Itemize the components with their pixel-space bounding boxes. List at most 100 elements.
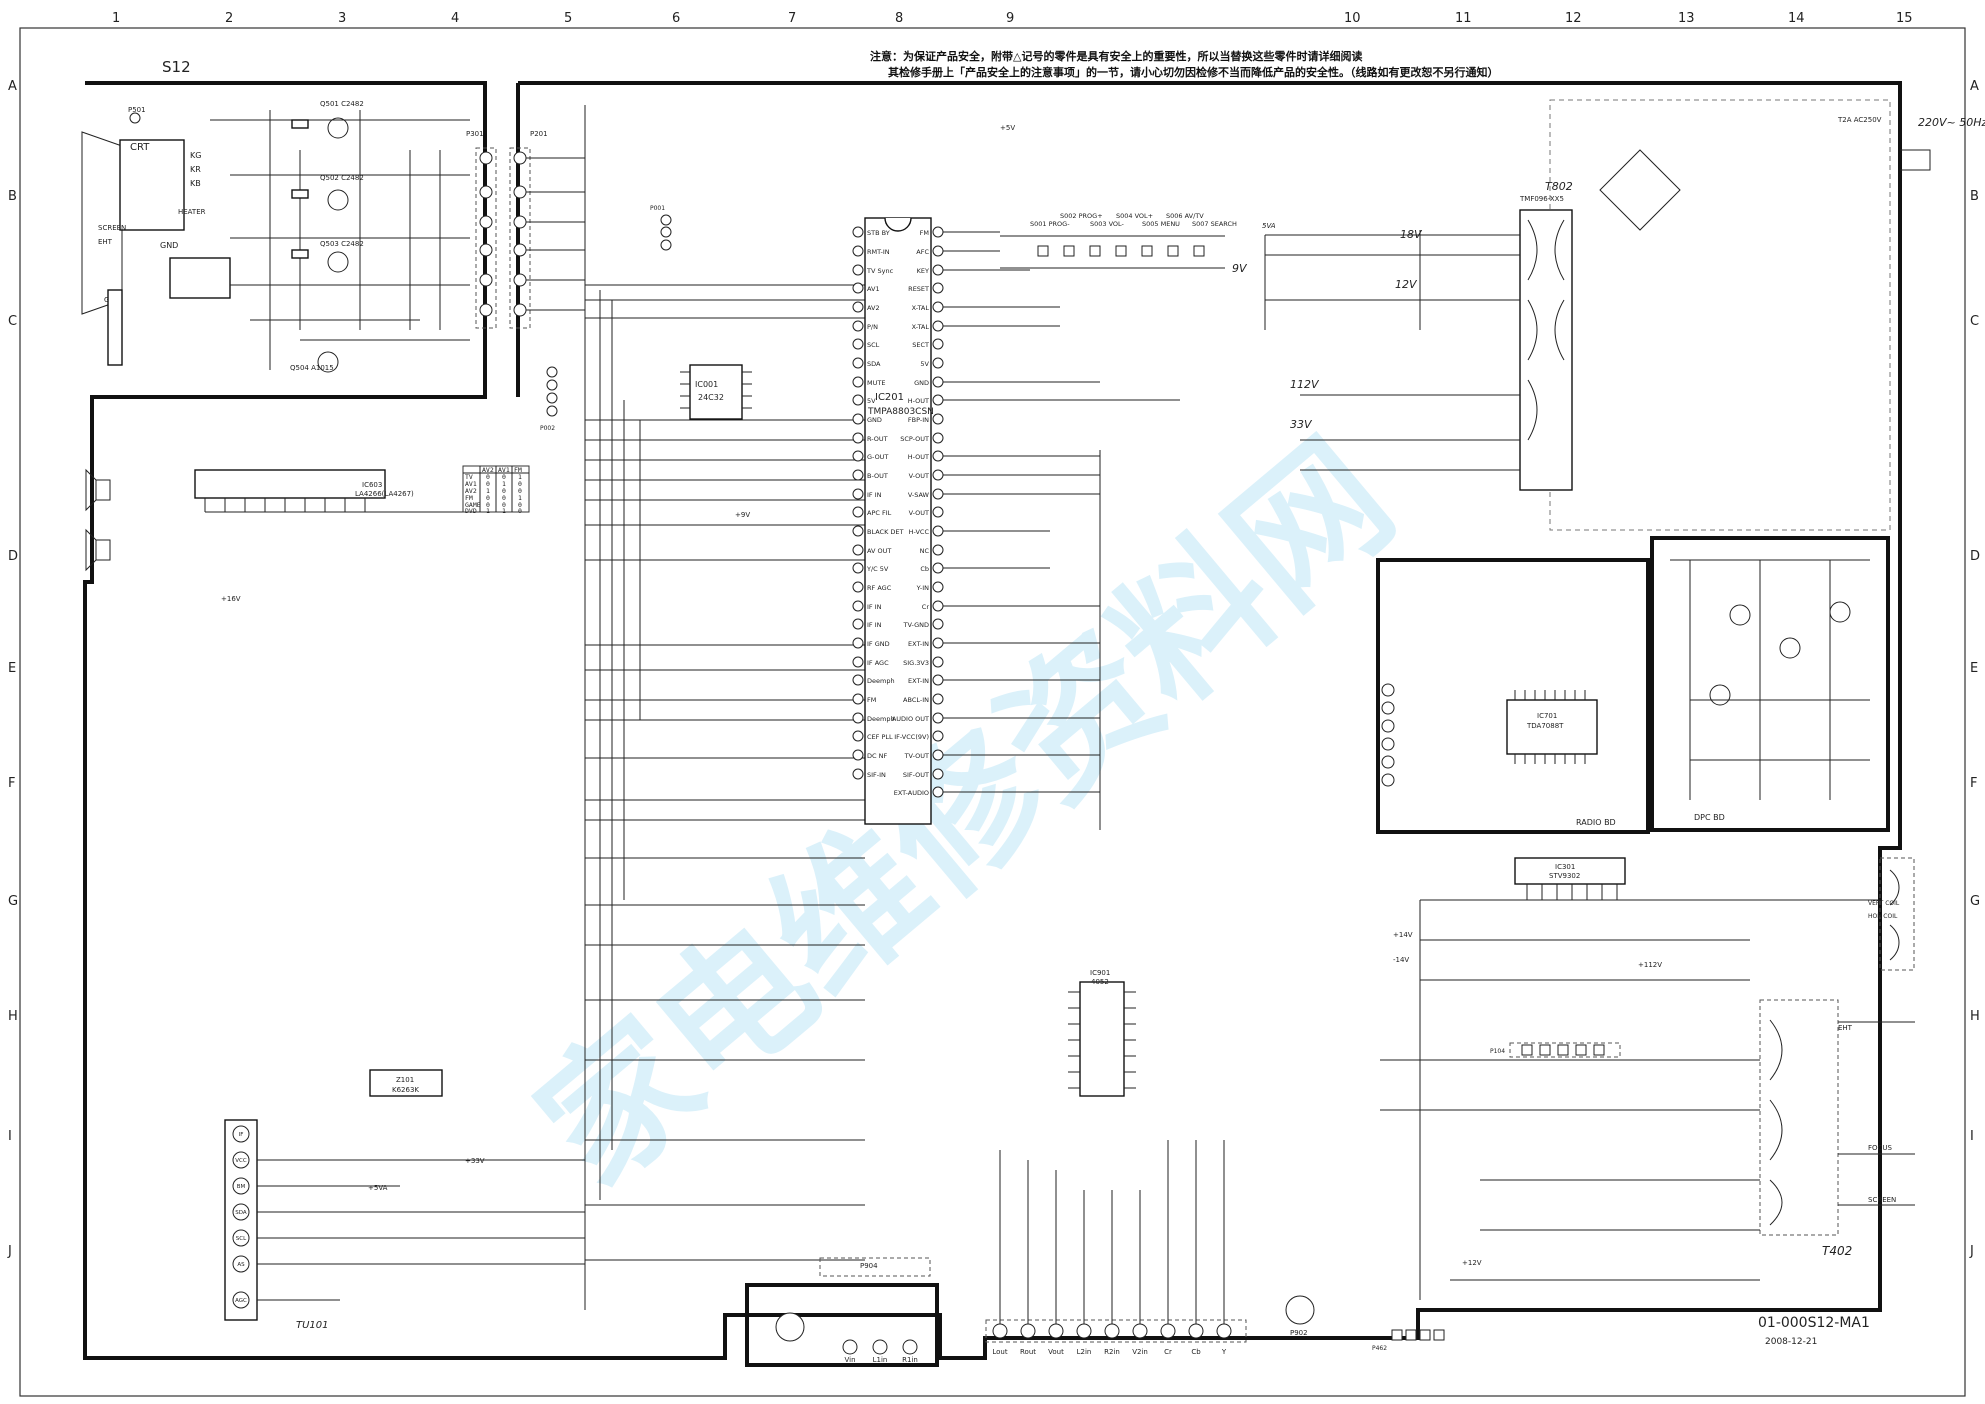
svg-text:DC NF: DC NF bbox=[867, 752, 887, 760]
svg-text:H: H bbox=[1970, 1009, 1980, 1024]
ic201-pins-left: STB BY RMT-IN TV Sync AV1 AV2 P/N SCL SD… bbox=[852, 226, 904, 780]
svg-text:0: 0 bbox=[518, 501, 522, 509]
svg-text:H-OUT: H-OUT bbox=[908, 453, 929, 461]
svg-text:SIG.3V3: SIG.3V3 bbox=[903, 659, 929, 667]
svg-text:1: 1 bbox=[486, 507, 490, 515]
svg-text:Vin: Vin bbox=[844, 1356, 855, 1364]
svg-text:S002 PROG+: S002 PROG+ bbox=[1060, 212, 1103, 220]
grid-row-labels: A B C D E F G H I J A B C D E F G H I J bbox=[7, 79, 1980, 1259]
svg-text:A: A bbox=[8, 79, 17, 94]
rgb-drive-stage: Q501 C2482 Q502 C2482 Q503 C2482 Q504 A1… bbox=[210, 100, 470, 373]
svg-text:IC201: IC201 bbox=[875, 392, 904, 403]
svg-text:E: E bbox=[1970, 661, 1978, 676]
svg-text:TV-OUT: TV-OUT bbox=[904, 752, 929, 760]
svg-text:5V: 5V bbox=[920, 360, 929, 368]
main-board-outline bbox=[83, 81, 1902, 1360]
svg-text:220V~ 50Hz: 220V~ 50Hz bbox=[1918, 116, 1985, 129]
radio-board: IC701 TDA7088T RADIO BD bbox=[1376, 558, 1650, 834]
svg-text:S001 PROG-: S001 PROG- bbox=[1030, 220, 1070, 228]
svg-text:5V: 5V bbox=[867, 397, 876, 405]
svg-text:Q502 C2482: Q502 C2482 bbox=[320, 174, 364, 182]
svg-text:Y: Y bbox=[1221, 1348, 1227, 1356]
svg-text:BM: BM bbox=[237, 1184, 246, 1190]
connector-p104: P104 bbox=[1490, 1042, 1621, 1058]
ic001-eeprom: IC001 24C32 bbox=[680, 364, 752, 420]
svg-text:EXT-AUDIO: EXT-AUDIO bbox=[894, 789, 929, 797]
svg-text:其检修手册上「产品安全上的注意事项」的一节，请小心切勿因检修: 其检修手册上「产品安全上的注意事项」的一节，请小心切勿因检修不当而降低产品的安全… bbox=[888, 65, 1499, 79]
svg-text:0: 0 bbox=[502, 487, 506, 495]
svg-text:B-OUT: B-OUT bbox=[867, 472, 888, 480]
svg-text:VERT COIL: VERT COIL bbox=[1868, 900, 1900, 907]
svg-text:V2in: V2in bbox=[1132, 1348, 1148, 1356]
ic603-audio-amp: IC603 LA4266(LA4267) bbox=[194, 469, 470, 513]
svg-text:P501: P501 bbox=[128, 106, 146, 114]
svg-text:H-OUT: H-OUT bbox=[908, 397, 929, 405]
svg-text:F: F bbox=[1970, 776, 1977, 791]
svg-text:B: B bbox=[1970, 189, 1979, 204]
svg-text:S003 VOL-: S003 VOL- bbox=[1090, 220, 1125, 228]
svg-text:SECT: SECT bbox=[912, 341, 929, 349]
svg-text:12V: 12V bbox=[1395, 278, 1418, 291]
svg-text:0: 0 bbox=[486, 480, 490, 488]
svg-text:IF IN: IF IN bbox=[867, 603, 882, 611]
svg-text:TV-GND: TV-GND bbox=[902, 621, 929, 629]
svg-text:0: 0 bbox=[502, 494, 506, 502]
svg-text:K6263K: K6263K bbox=[392, 1086, 419, 1094]
svg-text:Cb: Cb bbox=[920, 565, 929, 573]
svg-text:AV2: AV2 bbox=[867, 304, 880, 312]
svg-text:B: B bbox=[8, 189, 17, 204]
connector-p462: P462 bbox=[1372, 1329, 1445, 1352]
svg-text:12: 12 bbox=[1565, 11, 1582, 26]
svg-text:GND: GND bbox=[914, 379, 929, 387]
svg-text:IC301: IC301 bbox=[1555, 863, 1575, 871]
deflection-yoke: VERT COIL HOR COIL bbox=[1868, 857, 1915, 971]
svg-text:FM: FM bbox=[920, 229, 929, 237]
svg-text:KG: KG bbox=[190, 151, 201, 160]
svg-text:Cr: Cr bbox=[1164, 1348, 1172, 1356]
dpc-board: DPC BD bbox=[1650, 536, 1890, 832]
svg-text:EHT: EHT bbox=[1838, 1024, 1853, 1032]
svg-text:SDA: SDA bbox=[235, 1210, 247, 1216]
svg-text:0: 0 bbox=[486, 494, 490, 502]
svg-text:TMPA8803CSN: TMPA8803CSN bbox=[867, 407, 934, 417]
svg-text:+5V: +5V bbox=[1000, 124, 1015, 132]
svg-text:G: G bbox=[8, 894, 18, 909]
drawing-number: 01-000S12-MA1 2008-12-21 bbox=[1758, 1315, 1870, 1347]
svg-text:11: 11 bbox=[1455, 11, 1472, 26]
svg-text:5VA: 5VA bbox=[1262, 222, 1276, 230]
ic901-av-switch: IC901 4052 bbox=[1068, 969, 1136, 1097]
svg-text:Lout: Lout bbox=[992, 1348, 1007, 1356]
board-label: S12 bbox=[162, 58, 191, 76]
svg-text:3: 3 bbox=[338, 11, 346, 26]
svg-text:IC701: IC701 bbox=[1537, 712, 1557, 720]
svg-text:RADIO BD: RADIO BD bbox=[1576, 818, 1616, 827]
svg-text:IF GND: IF GND bbox=[867, 640, 890, 648]
svg-text:T402: T402 bbox=[1822, 1244, 1852, 1258]
svg-text:+33V: +33V bbox=[465, 1157, 485, 1165]
svg-text:CEF PLL: CEF PLL bbox=[867, 733, 893, 741]
svg-text:1: 1 bbox=[518, 473, 522, 481]
svg-text:IC001: IC001 bbox=[695, 380, 718, 389]
connector-p301-p201: P301 P201 bbox=[466, 130, 585, 329]
svg-text:STV9302: STV9302 bbox=[1549, 872, 1580, 880]
svg-text:GND: GND bbox=[867, 416, 882, 424]
svg-text:TDA7088T: TDA7088T bbox=[1526, 722, 1564, 730]
signal-rows bbox=[585, 284, 865, 1261]
svg-text:RF AGC: RF AGC bbox=[867, 584, 892, 592]
svg-text:GAME: GAME bbox=[465, 501, 481, 509]
svg-text:FBP-IN: FBP-IN bbox=[908, 416, 929, 424]
svg-text:IF: IF bbox=[239, 1132, 244, 1138]
svg-text:0: 0 bbox=[518, 480, 522, 488]
svg-text:R-OUT: R-OUT bbox=[867, 435, 888, 443]
svg-text:EXT-IN: EXT-IN bbox=[908, 677, 929, 685]
svg-text:+14V: +14V bbox=[1393, 931, 1413, 939]
svg-text:RMT-IN: RMT-IN bbox=[867, 248, 890, 256]
svg-text:T2A AC250V: T2A AC250V bbox=[1837, 116, 1882, 124]
svg-text:H-VCC: H-VCC bbox=[909, 528, 930, 536]
key-switch-row: S001 PROG- S002 PROG+ S003 VOL- S004 VOL… bbox=[1000, 212, 1237, 269]
svg-text:01-000S12-MA1: 01-000S12-MA1 bbox=[1758, 1315, 1870, 1331]
svg-text:6: 6 bbox=[672, 11, 680, 26]
svg-text:P104: P104 bbox=[1490, 1048, 1505, 1055]
svg-text:2: 2 bbox=[225, 11, 233, 26]
